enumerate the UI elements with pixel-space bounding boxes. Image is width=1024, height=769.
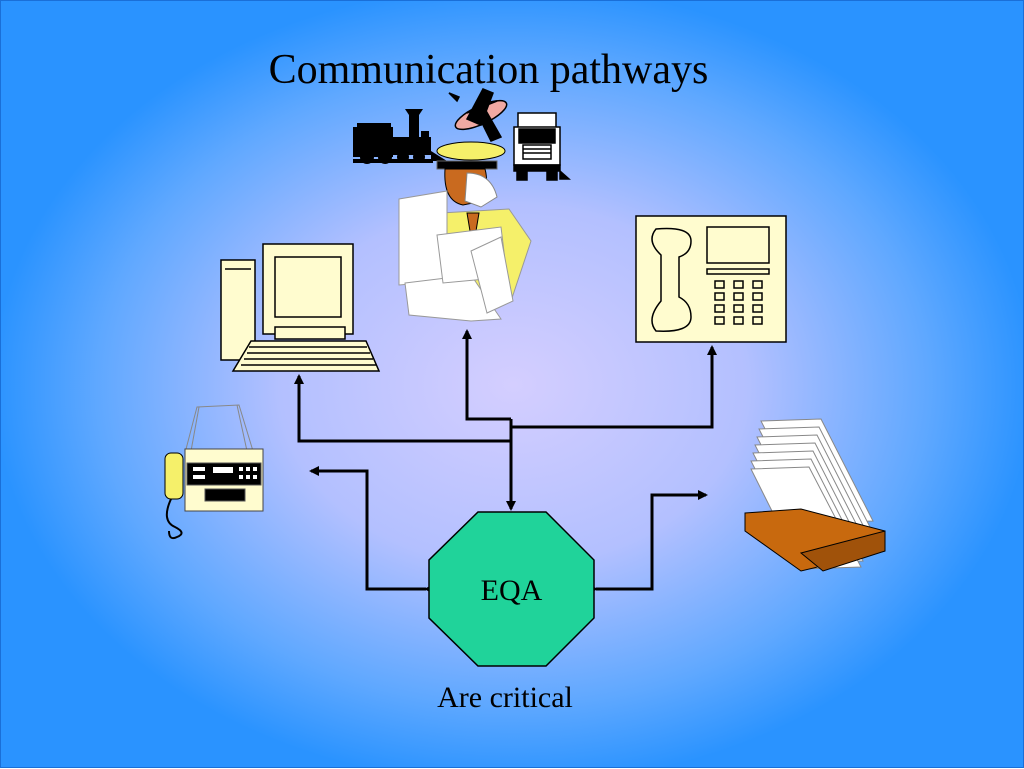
arrow-eqa-to-fax	[309, 466, 434, 594]
connector-lines	[294, 329, 717, 594]
computer-icon	[220, 243, 381, 372]
slide-caption: Are critical	[437, 681, 573, 714]
train-icon	[353, 109, 447, 164]
card-file-icon	[744, 418, 886, 572]
arrow-to-courier	[462, 329, 511, 421]
arrow-to-telephone	[511, 345, 717, 429]
truck-icon	[513, 112, 571, 181]
fax-machine-icon	[164, 404, 264, 540]
airplane-icon	[448, 88, 508, 142]
eqa-octagon	[428, 511, 595, 667]
courier-icon	[398, 141, 532, 322]
arrow-eqa-to-file	[588, 490, 708, 594]
eqa-label: EQA	[480, 574, 543, 607]
telephone-icon	[635, 215, 787, 343]
arrow-to-computer	[294, 374, 511, 443]
slide-title: Communication pathways	[268, 47, 709, 93]
